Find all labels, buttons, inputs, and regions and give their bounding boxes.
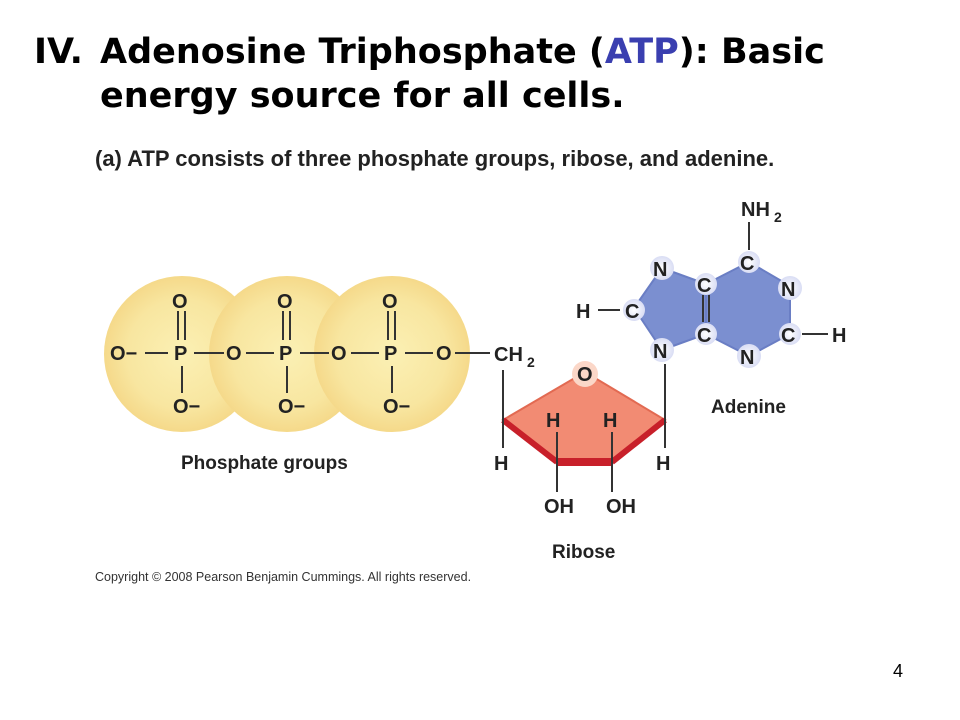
heading-part2: ): Basic [678,32,825,72]
atom-ch2-subscript: 2 [527,354,535,370]
atom-n: N [653,259,667,281]
atom-n: N [781,279,795,301]
atom-p: P [174,343,187,365]
copyright-notice: Copyright © 2008 Pearson Benjamin Cummin… [95,570,472,584]
atom-o-ring: O [577,364,593,386]
heading-line2: energy source for all cells. [100,76,625,116]
phosphate-sphere-3 [314,276,470,432]
atom-oh: OH [606,496,636,518]
atom-oh: OH [544,496,574,518]
adenine-rings: N N N N C C C C C H H NH 2 [576,199,846,369]
phosphate-bonds [145,311,490,393]
atom-h: H [656,453,670,475]
atom-h: H [576,301,590,323]
atom-o: O [277,291,293,313]
atom-h: H [494,453,508,475]
phosphate-groups-label: Phosphate groups [181,453,348,474]
atom-o-minus: O− [278,396,305,418]
atom-h: H [832,325,846,347]
atom-n: N [653,341,667,363]
atom-c: C [697,275,711,297]
atom-n: N [740,347,754,369]
ribose-ring: O H H H H OH OH [494,361,670,518]
atom-o: O [331,343,347,365]
ribose-label: Ribose [552,542,615,563]
slide-heading: IV. Adenosine Triphosphate (ATP): Basic e… [34,30,944,118]
atom-o: O [436,343,452,365]
atom-h: H [603,410,617,432]
heading-number: IV. [34,32,83,72]
atom-o-minus: O− [383,396,410,418]
atom-p: P [279,343,292,365]
atom-p: P [384,343,397,365]
heading-part1: Adenosine Triphosphate ( [100,32,605,72]
atom-ch: CH [494,344,523,366]
adenine-label: Adenine [711,397,786,418]
atom-c: C [740,253,754,275]
atom-o: O [382,291,398,313]
atom-nh2-subscript: 2 [774,209,782,225]
atom-o-minus: O− [110,343,137,365]
figure-caption: (a) ATP consists of three phosphate grou… [95,146,775,171]
phosphate-atoms: O O O O− P O P O P O O− O− O− [110,291,452,418]
atom-o: O [226,343,242,365]
ch2-group: CH 2 [494,344,535,370]
atom-o: O [172,291,188,313]
atom-h: H [546,410,560,432]
atom-nh: NH [741,199,770,221]
atom-c: C [781,325,795,347]
atom-c: C [697,325,711,347]
atom-c: C [625,301,639,323]
page-number: 4 [893,661,904,681]
atom-o-minus: O− [173,396,200,418]
heading-atp: ATP [604,32,679,72]
phosphate-groups [104,276,470,432]
